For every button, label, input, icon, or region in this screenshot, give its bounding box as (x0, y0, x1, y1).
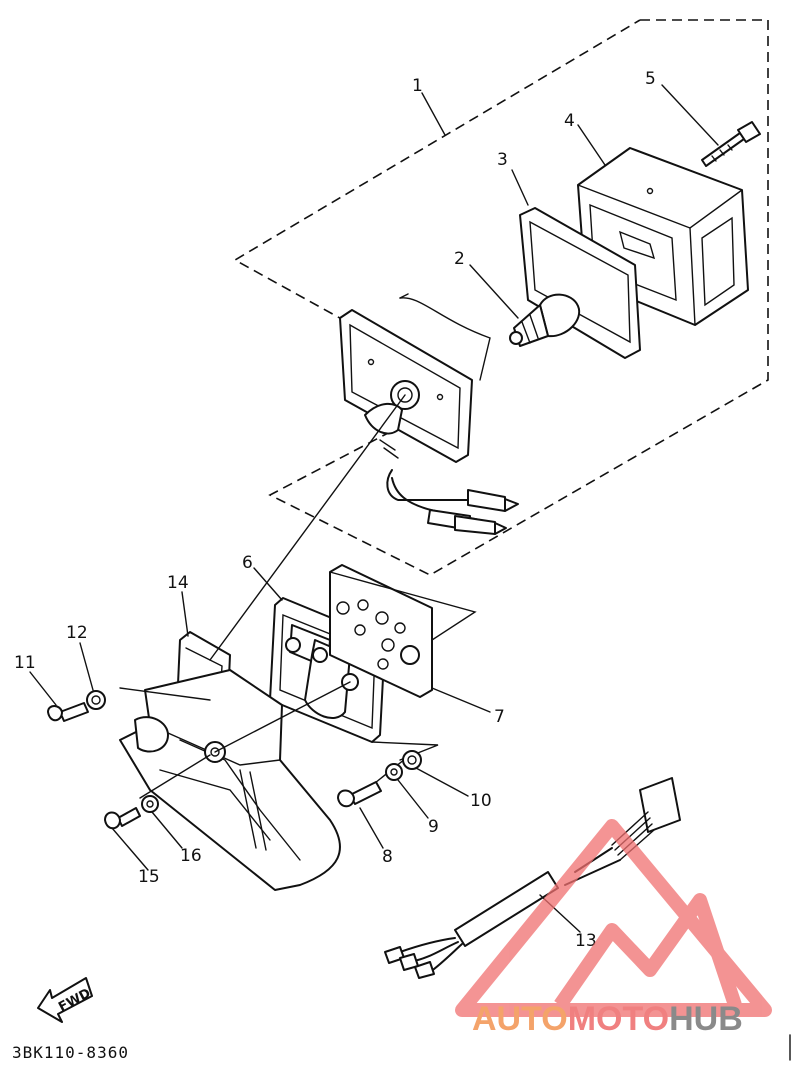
callout-3: 3 (497, 150, 508, 170)
callout-10: 10 (470, 791, 492, 811)
watermark-text: AUTOMOTOHUB (472, 1000, 743, 1038)
bolt-11 (47, 702, 89, 722)
callout-9: 9 (428, 817, 439, 837)
callout-1: 1 (412, 76, 423, 96)
fwd-arrow-icon: FWD (37, 977, 93, 1023)
washer-9 (385, 763, 403, 781)
lens-gasket (519, 207, 641, 359)
assembly-boundary (233, 19, 769, 576)
tail-light-base (339, 293, 491, 463)
washer-16 (141, 795, 159, 813)
callout-4: 4 (564, 111, 575, 131)
callout-14: 14 (167, 573, 189, 593)
callout-8: 8 (382, 847, 393, 867)
collar-12 (86, 690, 106, 710)
callout-11: 11 (14, 653, 36, 673)
screw-5 (701, 121, 761, 167)
leader-lines (29, 84, 719, 933)
callout-13: 13 (575, 931, 597, 951)
bulb-leads (386, 469, 519, 535)
bracket-stay-14 (119, 631, 341, 891)
callout-16: 16 (180, 846, 202, 866)
callout-15: 15 (138, 867, 160, 887)
callout-6: 6 (242, 553, 253, 573)
bolt-15 (104, 807, 141, 830)
bolt-8 (337, 781, 382, 808)
bulb (509, 293, 581, 347)
diagram-code: 3BK110-8360 (12, 1043, 129, 1062)
callout-7: 7 (494, 707, 505, 727)
rubber-gasket-7 (329, 564, 433, 698)
callout-2: 2 (454, 249, 465, 269)
callout-5: 5 (645, 69, 656, 89)
callout-12: 12 (66, 623, 88, 643)
nut-10 (402, 750, 422, 770)
automotohub-logo (455, 819, 772, 1017)
